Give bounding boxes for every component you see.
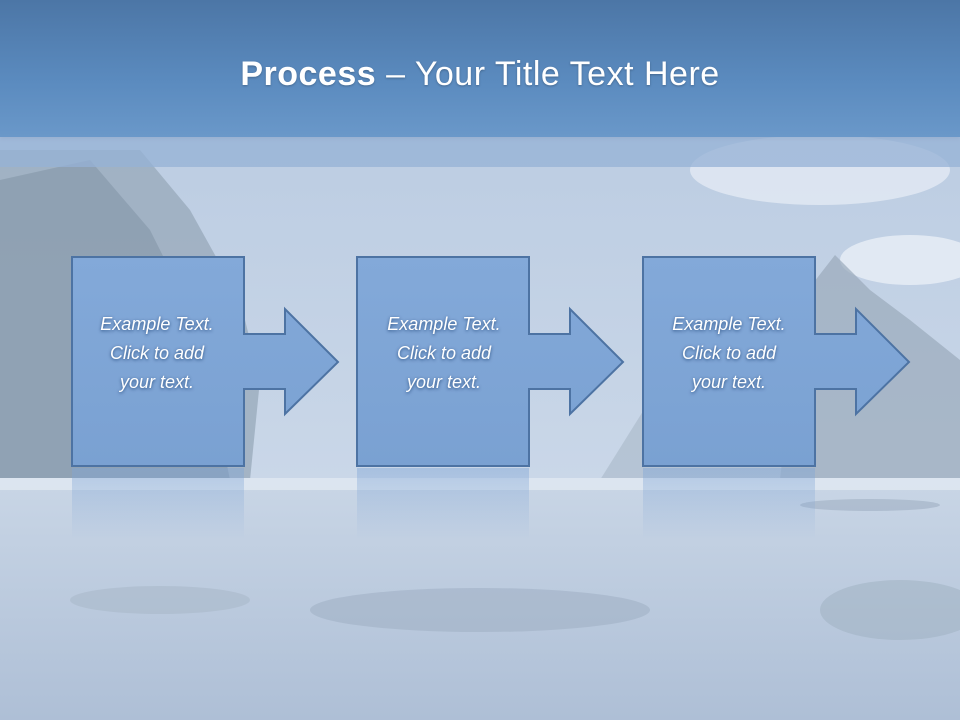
arrow-reflection-2 xyxy=(357,468,529,540)
process-step-2[interactable] xyxy=(356,256,625,540)
header-band xyxy=(0,137,960,167)
page-title[interactable]: Process – Your Title Text Here xyxy=(0,52,960,96)
step-2-text[interactable]: Example Text. Click to add your text. xyxy=(387,314,501,392)
title-bar xyxy=(0,0,960,137)
process-step-3[interactable] xyxy=(642,256,911,540)
arrow-shape-3 xyxy=(642,256,911,467)
arrow-reflection-3 xyxy=(643,468,815,540)
step-1-text[interactable]: Example Text. Click to add your text. xyxy=(100,314,214,392)
arrow-shape-1 xyxy=(71,256,340,467)
title-bold-part: Process xyxy=(240,55,377,93)
arrow-shape-2 xyxy=(356,256,625,467)
title-rest-part: – Your Title Text Here xyxy=(376,55,720,93)
process-step-1[interactable] xyxy=(71,256,340,540)
step-3-text[interactable]: Example Text. Click to add your text. xyxy=(672,314,786,392)
arrow-reflection-1 xyxy=(72,468,244,540)
